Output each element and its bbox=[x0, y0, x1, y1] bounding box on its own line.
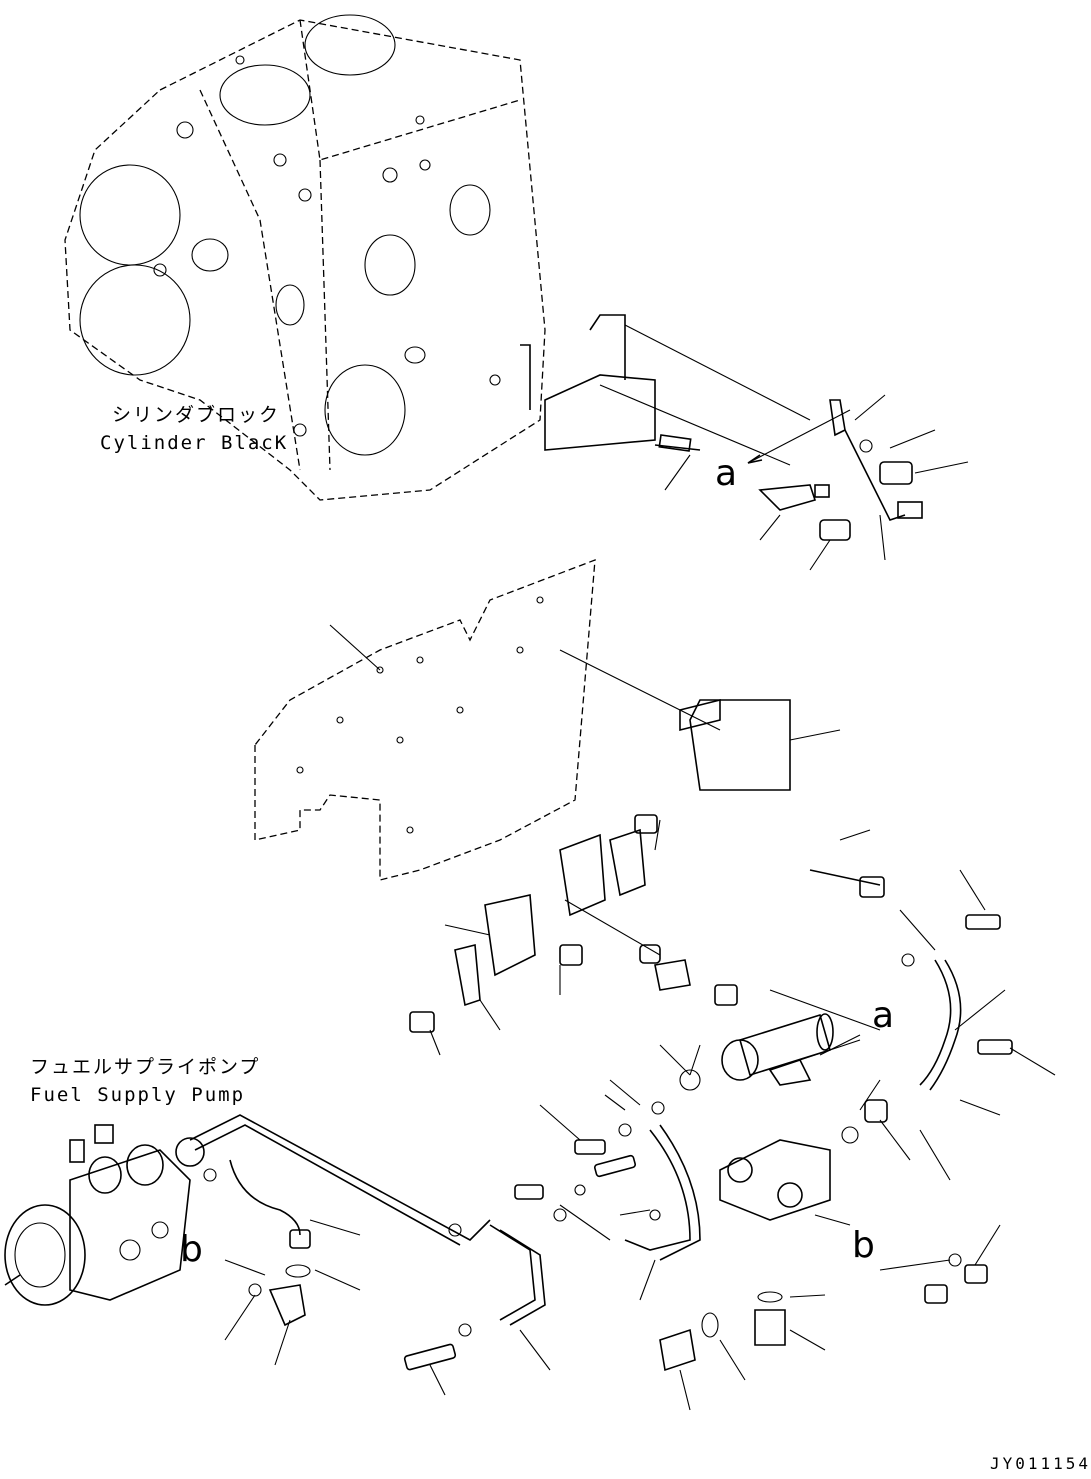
upper-bracket-assembly bbox=[520, 314, 969, 571]
fuel-lines bbox=[189, 1044, 701, 1396]
fuel-supply-pump-label-en: Fuel Supply Pump bbox=[30, 1084, 246, 1106]
mounting-plate bbox=[254, 559, 885, 1056]
fuel-filter-area bbox=[659, 869, 1056, 1411]
cylinder-block-label-en: Cylinder BlacK bbox=[100, 432, 289, 454]
cylinder-block bbox=[64, 14, 546, 501]
fuel-supply-pump bbox=[4, 1124, 205, 1306]
reference-marker-a-middle: a bbox=[872, 995, 895, 1036]
drawing-code: JY011154 bbox=[990, 1454, 1091, 1473]
reference-marker-a-top: a bbox=[715, 453, 738, 494]
reference-marker-b-right: b bbox=[852, 1225, 875, 1266]
reference-marker-b-left: b bbox=[180, 1229, 203, 1270]
fuel-supply-pump-label-ja: フュエルサプライポンプ bbox=[30, 1056, 261, 1078]
reference-arrows bbox=[224, 409, 861, 1276]
cylinder-block-label-ja: シリンダブロック bbox=[112, 404, 281, 426]
